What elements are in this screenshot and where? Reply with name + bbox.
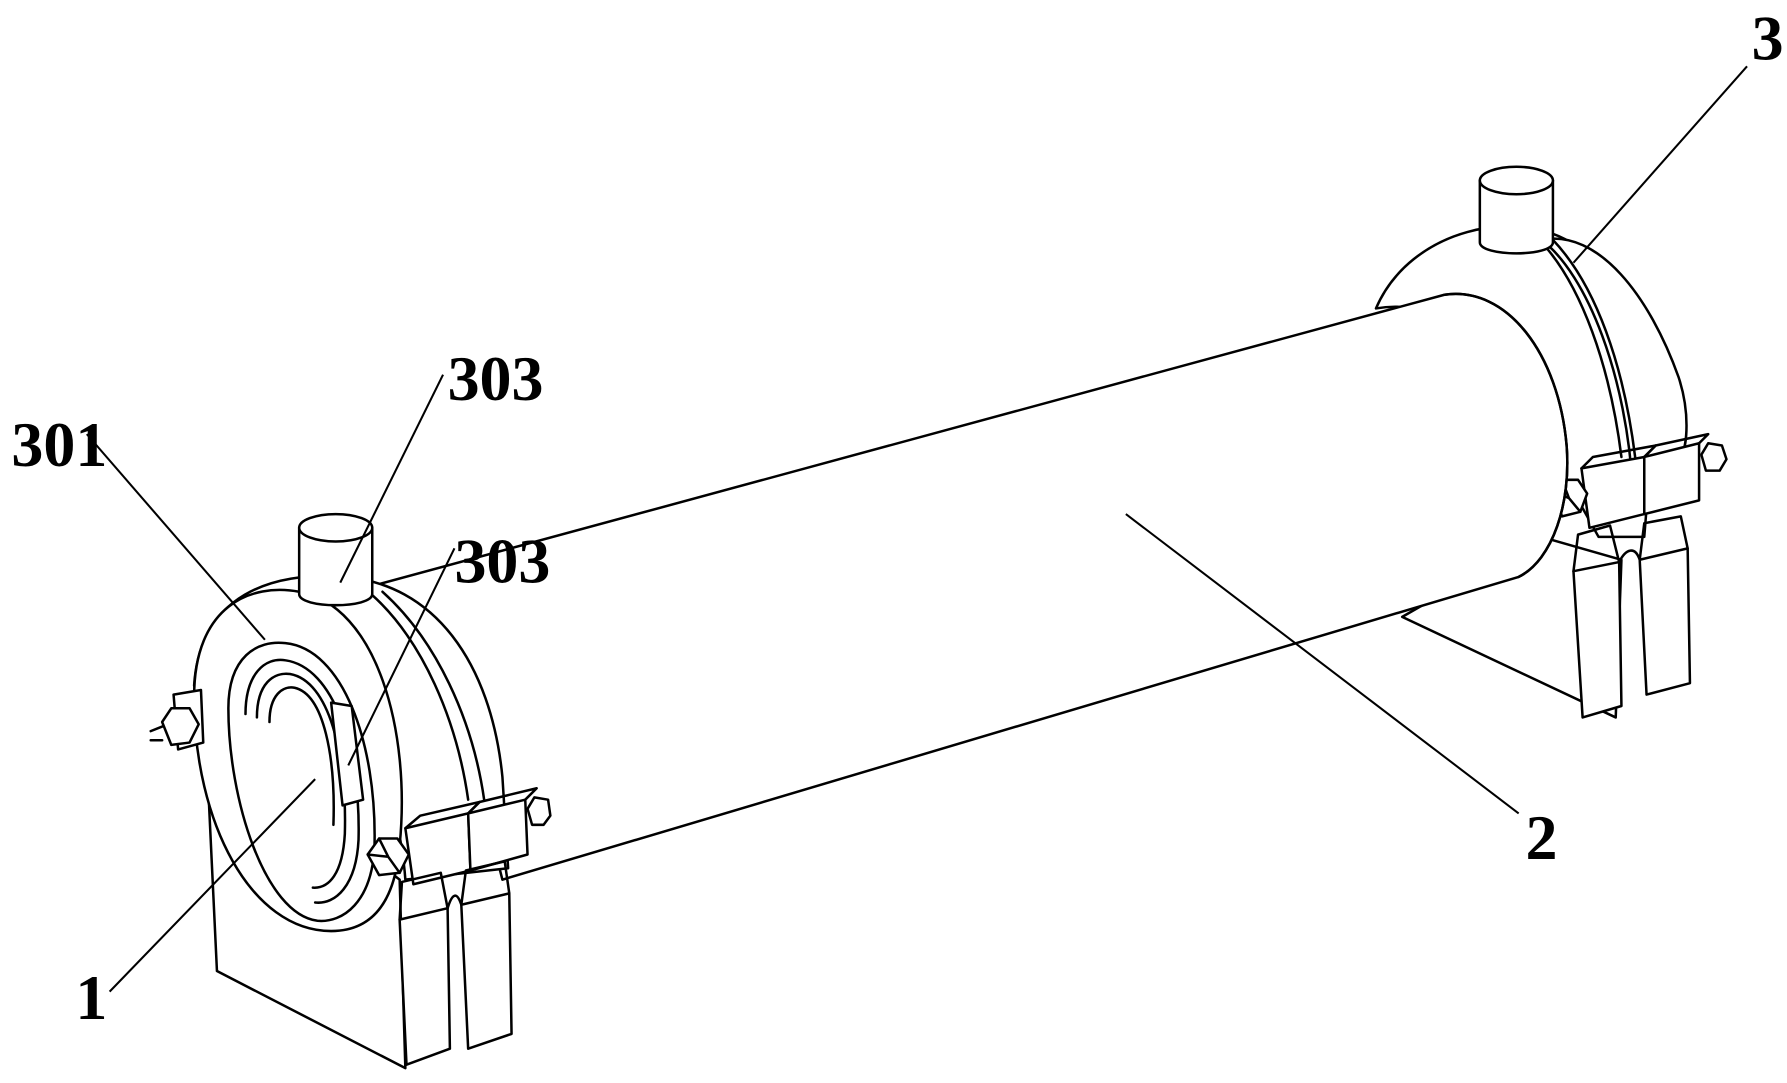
right-clamp-leg-left xyxy=(1572,560,1623,719)
leader-2 xyxy=(1125,513,1520,815)
left-clamp xyxy=(149,512,552,1070)
left-clamp-split xyxy=(369,592,470,801)
left-clamp-nut-right xyxy=(526,796,552,827)
pipe-right-rim xyxy=(1443,292,1569,579)
left-clamp-nozzle xyxy=(297,526,374,607)
leader-301 xyxy=(86,433,266,641)
right-clamp-ring-front xyxy=(1540,237,1688,493)
label-303-top: 303 xyxy=(448,343,544,414)
left-clamp-inner-tab xyxy=(329,701,365,807)
leader-lines xyxy=(86,65,1748,993)
left-clamp-split-2 xyxy=(381,590,486,801)
left-clamp-leg-left xyxy=(398,906,452,1066)
label-303-inner: 303 xyxy=(454,526,550,597)
leader-3 xyxy=(1572,65,1748,264)
bore-groove-3 xyxy=(268,686,335,827)
right-clamp-leg-right xyxy=(1638,547,1692,696)
right-clamp-lug-left xyxy=(1580,455,1646,530)
right-clamp-nut-right xyxy=(1700,441,1728,472)
right-clamp-split-2 xyxy=(1551,238,1637,459)
label-3: 3 xyxy=(1752,2,1784,73)
label-2: 2 xyxy=(1526,802,1558,873)
right-clamp-nozzle xyxy=(1478,179,1555,255)
left-clamp-lug-right xyxy=(466,798,529,872)
leader-1 xyxy=(108,778,316,993)
right-clamp-lug-right xyxy=(1643,441,1701,516)
label-301: 301 xyxy=(11,409,107,480)
left-clamp-leg-right xyxy=(460,892,513,1050)
left-clamp-nozzle-top xyxy=(297,512,374,543)
leader-303-inner xyxy=(347,547,456,766)
leader-303-top xyxy=(339,374,444,584)
label-1: 1 xyxy=(75,962,107,1033)
left-clamp-nut-back xyxy=(160,707,200,747)
part-labels: 303 303 301 1 2 3 xyxy=(11,2,1783,1033)
right-clamp-split xyxy=(1540,240,1623,459)
right-clamp-nozzle-top xyxy=(1478,165,1555,196)
